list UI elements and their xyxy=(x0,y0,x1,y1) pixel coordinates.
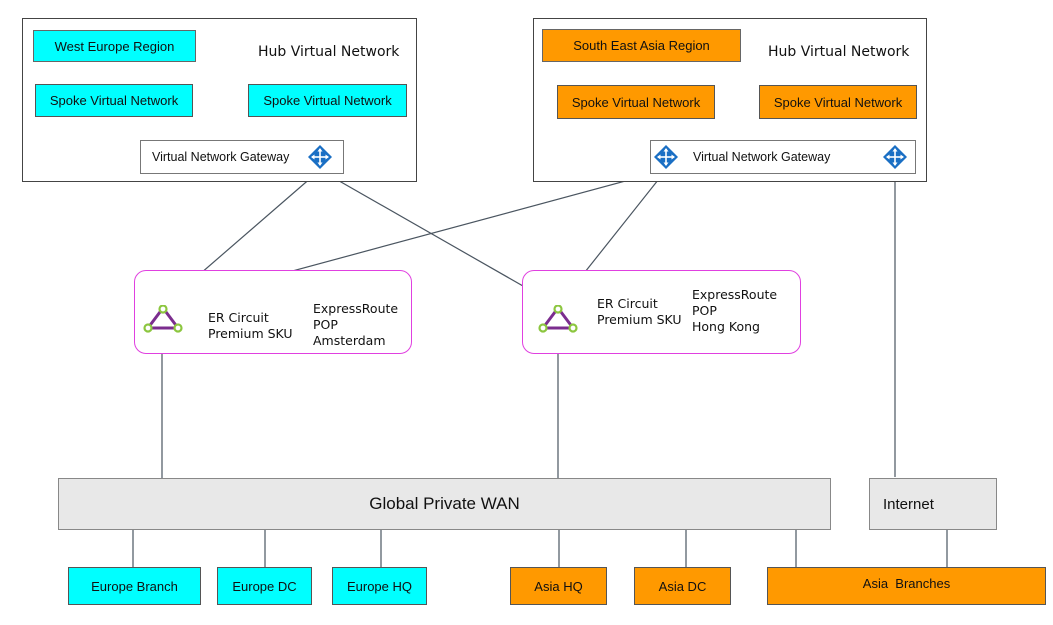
router-icon xyxy=(654,145,678,169)
gateway-label: Virtual Network Gateway xyxy=(152,150,290,164)
asia-vnet-gateway: Virtual Network Gateway xyxy=(650,140,916,174)
asia-spoke-1: Spoke Virtual Network xyxy=(557,85,715,119)
er-circuit-hong-kong xyxy=(522,270,801,354)
router-icon xyxy=(883,145,907,169)
europe-hub-label: Hub Virtual Network xyxy=(258,44,400,60)
asia-spoke-2: Spoke Virtual Network xyxy=(759,85,917,119)
spoke-label: Spoke Virtual Network xyxy=(263,93,392,108)
er-circuit-label: ER Circuit Premium SKU xyxy=(597,296,682,327)
spoke-label: Spoke Virtual Network xyxy=(571,94,701,110)
global-private-wan: Global Private WAN xyxy=(58,478,831,530)
region-label-text: West Europe Region xyxy=(54,38,175,54)
site-label: Asia DC xyxy=(658,578,707,594)
wan-label: Global Private WAN xyxy=(369,494,520,513)
region-label-text: South East Asia Region xyxy=(573,38,710,53)
er-circuit-amsterdam xyxy=(134,270,412,354)
site-europe-hq: Europe HQ xyxy=(332,567,427,605)
site-asia-branches: Asia Branches xyxy=(767,567,1046,605)
site-label: Europe DC xyxy=(232,578,297,594)
spoke-label: Spoke Virtual Network xyxy=(773,94,903,110)
er-circuit-label: ER Circuit Premium SKU xyxy=(208,310,293,341)
site-asia-hq: Asia HQ xyxy=(510,567,607,605)
europe-spoke-1: Spoke Virtual Network xyxy=(35,84,193,117)
er-pop-label: ExpressRoute POP Hong Kong xyxy=(692,287,778,334)
spoke-label: Spoke Virtual Network xyxy=(49,93,179,108)
west-europe-region-label: West Europe Region xyxy=(33,30,196,62)
site-asia-dc: Asia DC xyxy=(634,567,731,605)
site-label: Asia HQ xyxy=(534,578,583,594)
router-icon xyxy=(308,145,332,169)
internet-box: Internet xyxy=(869,478,997,530)
expressroute-icon xyxy=(143,305,183,333)
site-label: Asia Branches xyxy=(862,575,951,591)
expressroute-icon xyxy=(538,305,578,333)
site-label: Europe HQ xyxy=(346,578,413,594)
asia-hub-label: Hub Virtual Network xyxy=(768,44,910,60)
site-europe-branch: Europe Branch xyxy=(68,567,201,605)
europe-spoke-2: Spoke Virtual Network xyxy=(248,84,407,117)
site-label: Europe Branch xyxy=(91,578,178,594)
site-europe-dc: Europe DC xyxy=(217,567,312,605)
internet-label: Internet xyxy=(883,495,934,513)
er-pop-label: ExpressRoute POP Amsterdam xyxy=(313,301,399,348)
gateway-label: Virtual Network Gateway xyxy=(693,150,831,164)
southeast-asia-region-label: South East Asia Region xyxy=(542,29,741,62)
